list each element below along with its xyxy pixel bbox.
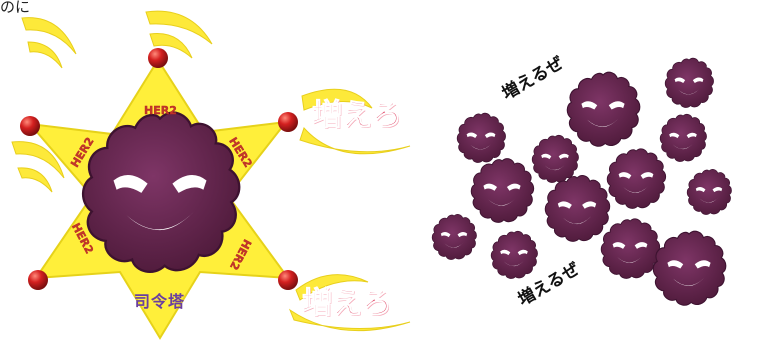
corner-text: のに (0, 0, 31, 16)
receptor-node (278, 112, 298, 132)
cancer-cell (659, 113, 707, 162)
cancer-cell (566, 71, 641, 147)
cancer-cell (686, 168, 732, 215)
receptor-node (148, 48, 168, 68)
cancer-cell (531, 134, 579, 183)
cancer-cell (470, 158, 535, 223)
cancer-cell (600, 218, 661, 279)
command-tower-label: 司令塔 (134, 292, 186, 311)
cell-cluster (431, 57, 732, 306)
cancer-cell (652, 230, 727, 306)
grow-label-lower: 増えろ (302, 286, 393, 322)
grow-label-upper: 増えろ (312, 98, 403, 134)
signal-waves (11, 10, 411, 332)
cancer-cell (664, 57, 714, 108)
cancer-cell (490, 230, 538, 279)
receptor-node (278, 270, 298, 290)
cancer-cell (456, 112, 506, 163)
receptor-node (20, 116, 40, 136)
cancer-cell (544, 175, 611, 242)
cancer-cell (431, 213, 477, 260)
receptor-nodes (20, 48, 298, 290)
receptor-node (28, 270, 48, 290)
her2-label-top: HER2 (144, 104, 177, 117)
cancer-cell (606, 148, 667, 209)
